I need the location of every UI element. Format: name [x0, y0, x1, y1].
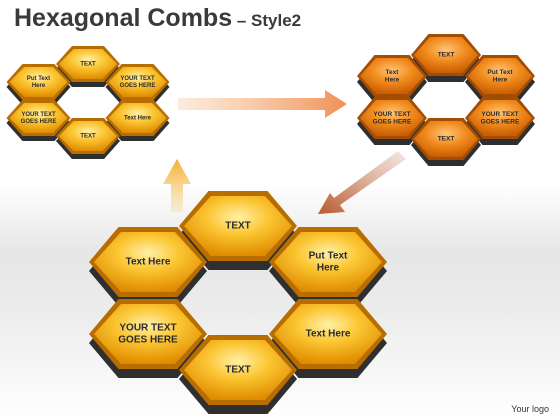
arrow-right [178, 90, 347, 118]
hex-label: TEXT [225, 365, 251, 376]
hex-label: Put Text [309, 251, 348, 262]
hex-label: YOUR TEXT [373, 111, 410, 118]
hex-label: GOES HERE [21, 119, 57, 125]
logo-placeholder: Your logo [511, 404, 549, 414]
hex-top: TEXT [56, 46, 120, 87]
hex-label: Text Here [306, 329, 351, 340]
hex-label: YOUR TEXT [120, 76, 155, 82]
page-title: Hexagonal Combs – Style2 [14, 4, 301, 33]
hex-label: GOES HERE [120, 83, 156, 89]
title-main: Hexagonal Combs [14, 4, 233, 32]
hex-label: Here [317, 263, 340, 274]
hex-label: TEXT [438, 136, 455, 143]
hex-bottom: TEXT [411, 118, 481, 166]
hex-label: GOES HERE [373, 119, 412, 126]
hex-label: Put Text [487, 69, 513, 76]
arrow-down-left [318, 151, 406, 214]
hex-label: TEXT [80, 134, 96, 140]
hex-label: TEXT [438, 52, 455, 59]
hex-lower-right: Text Here [269, 299, 387, 378]
hex-label: TEXT [80, 62, 96, 68]
hex-label: TEXT [225, 221, 251, 232]
hex-bottom: TEXT [179, 335, 297, 414]
hex-label: YOUR TEXT [119, 323, 176, 334]
hex-label: Put Text [27, 76, 50, 82]
hex-label: Text Here [126, 257, 171, 268]
hex-label: YOUR TEXT [21, 112, 56, 118]
hex-label: GOES HERE [118, 335, 178, 346]
hex-label: Text Here [124, 116, 152, 122]
hex-label: Here [385, 77, 400, 84]
hex-top: TEXT [179, 191, 297, 270]
hex-label: Here [493, 77, 508, 84]
title-subtitle: Style2 [251, 11, 302, 30]
hex-upper-left: Text Here [89, 227, 207, 306]
arrow-up [163, 159, 191, 212]
hex-label: Text [386, 69, 400, 76]
hex-top: TEXT [411, 34, 481, 82]
hex-label: GOES HERE [481, 119, 520, 126]
hex-label: YOUR TEXT [481, 111, 518, 118]
title-separator: – [232, 11, 252, 30]
hex-lower-right: Text Here [105, 100, 170, 141]
hex-label: Here [32, 83, 46, 89]
hex-bottom: TEXT [56, 118, 120, 159]
